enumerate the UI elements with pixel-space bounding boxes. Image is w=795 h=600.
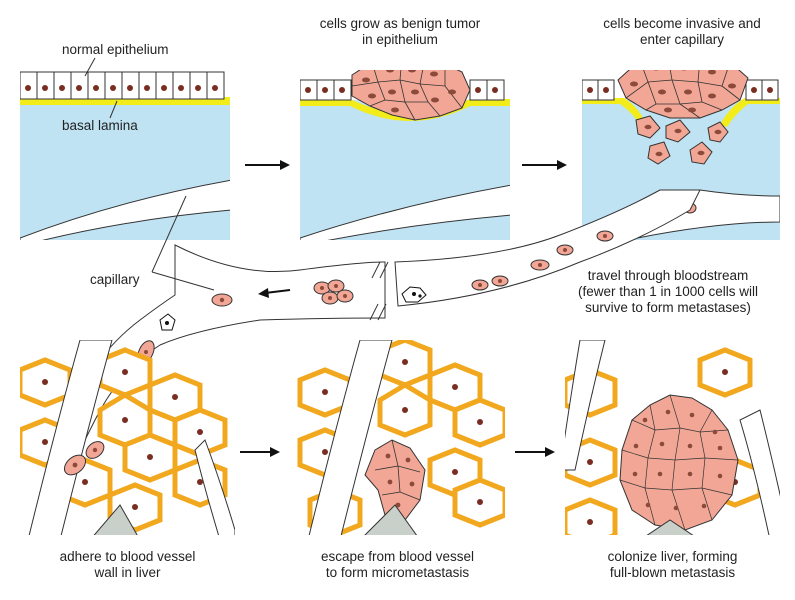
basal-lamina-pointer: [109, 100, 118, 119]
capillary-vessel: [54, 189, 701, 451]
label-basal-lamina: basal lamina: [62, 118, 138, 133]
vessel-break-marks: [369, 261, 389, 321]
label-benign-line1: cells grow as benign tumor: [319, 16, 481, 31]
basal-lamina-band: [20, 97, 230, 105]
label-travel-line3: survive to form metastases): [585, 300, 751, 315]
label-adhere-line1: adhere to blood vessel: [59, 549, 196, 564]
arrow-right-2: [522, 160, 567, 170]
label-escape-line1: escape from blood vessel: [320, 549, 475, 564]
normal-epithelium-pointer: [84, 57, 96, 77]
label-colonize-line2: full-blown metastasis: [609, 565, 736, 580]
capillary-segment: [20, 179, 230, 240]
arrow-right-4: [515, 447, 555, 457]
label-travel-line2: (fewer than 1 in 1000 cells will: [577, 284, 759, 299]
label-adhere-line2: wall in liver: [94, 565, 161, 580]
benign-tumor-mass: [351, 70, 471, 121]
label-escape-line2: to form micrometastasis: [325, 565, 470, 580]
panel-adhere: [20, 340, 235, 535]
flow-arrow-left: [258, 288, 291, 298]
full-blown-metastasis: [619, 394, 739, 531]
label-invasive-line1: cells become invasive and: [603, 16, 761, 31]
panel-benign-tumor: [300, 70, 510, 240]
label-capillary: capillary: [90, 272, 140, 287]
sinusoid: [28, 340, 113, 535]
panel-escape: [297, 340, 505, 535]
epithelial-cells: [20, 71, 225, 100]
label-travel-line1: travel through bloodstream: [587, 268, 749, 283]
epithelial-nuclei: [25, 85, 218, 91]
arrow-right-3: [240, 447, 280, 457]
panel-normal-epithelium: [20, 71, 230, 240]
label-normal-epithelium: normal epithelium: [62, 42, 169, 57]
label-benign-line2: in epithelium: [362, 32, 438, 47]
label-colonize-line1: colonize liver, forming: [607, 549, 738, 564]
capillary-pointers: [151, 195, 215, 291]
panel-colonize: [565, 340, 780, 535]
label-invasive-line2: enter capillary: [639, 32, 725, 47]
arrow-right-1: [245, 160, 290, 170]
